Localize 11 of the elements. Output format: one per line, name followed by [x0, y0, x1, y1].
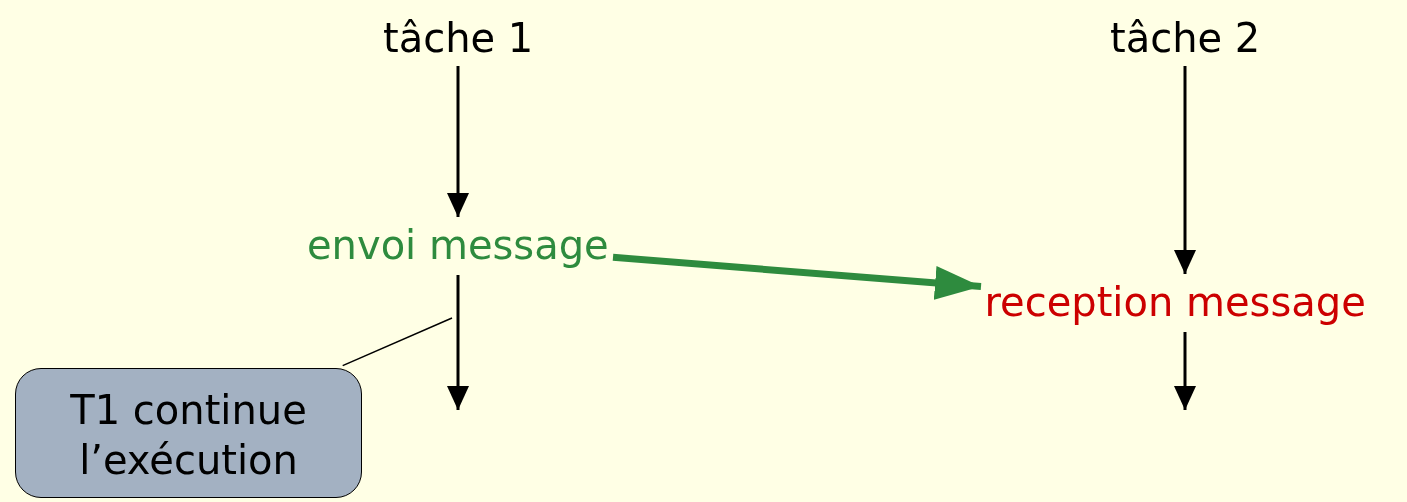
arrow: [1174, 66, 1196, 274]
task-label: tâche 1: [383, 14, 534, 62]
receive-label: reception message: [984, 278, 1366, 326]
leader-line: [341, 317, 453, 367]
arrow: [447, 275, 469, 410]
task-label: tâche 2: [1110, 14, 1261, 62]
arrow: [447, 66, 469, 217]
callout-bubble: T1 continue l’exécution: [15, 368, 362, 498]
arrow: [1174, 332, 1196, 410]
send-label: envoi message: [307, 221, 609, 269]
arrow: [612, 253, 982, 300]
